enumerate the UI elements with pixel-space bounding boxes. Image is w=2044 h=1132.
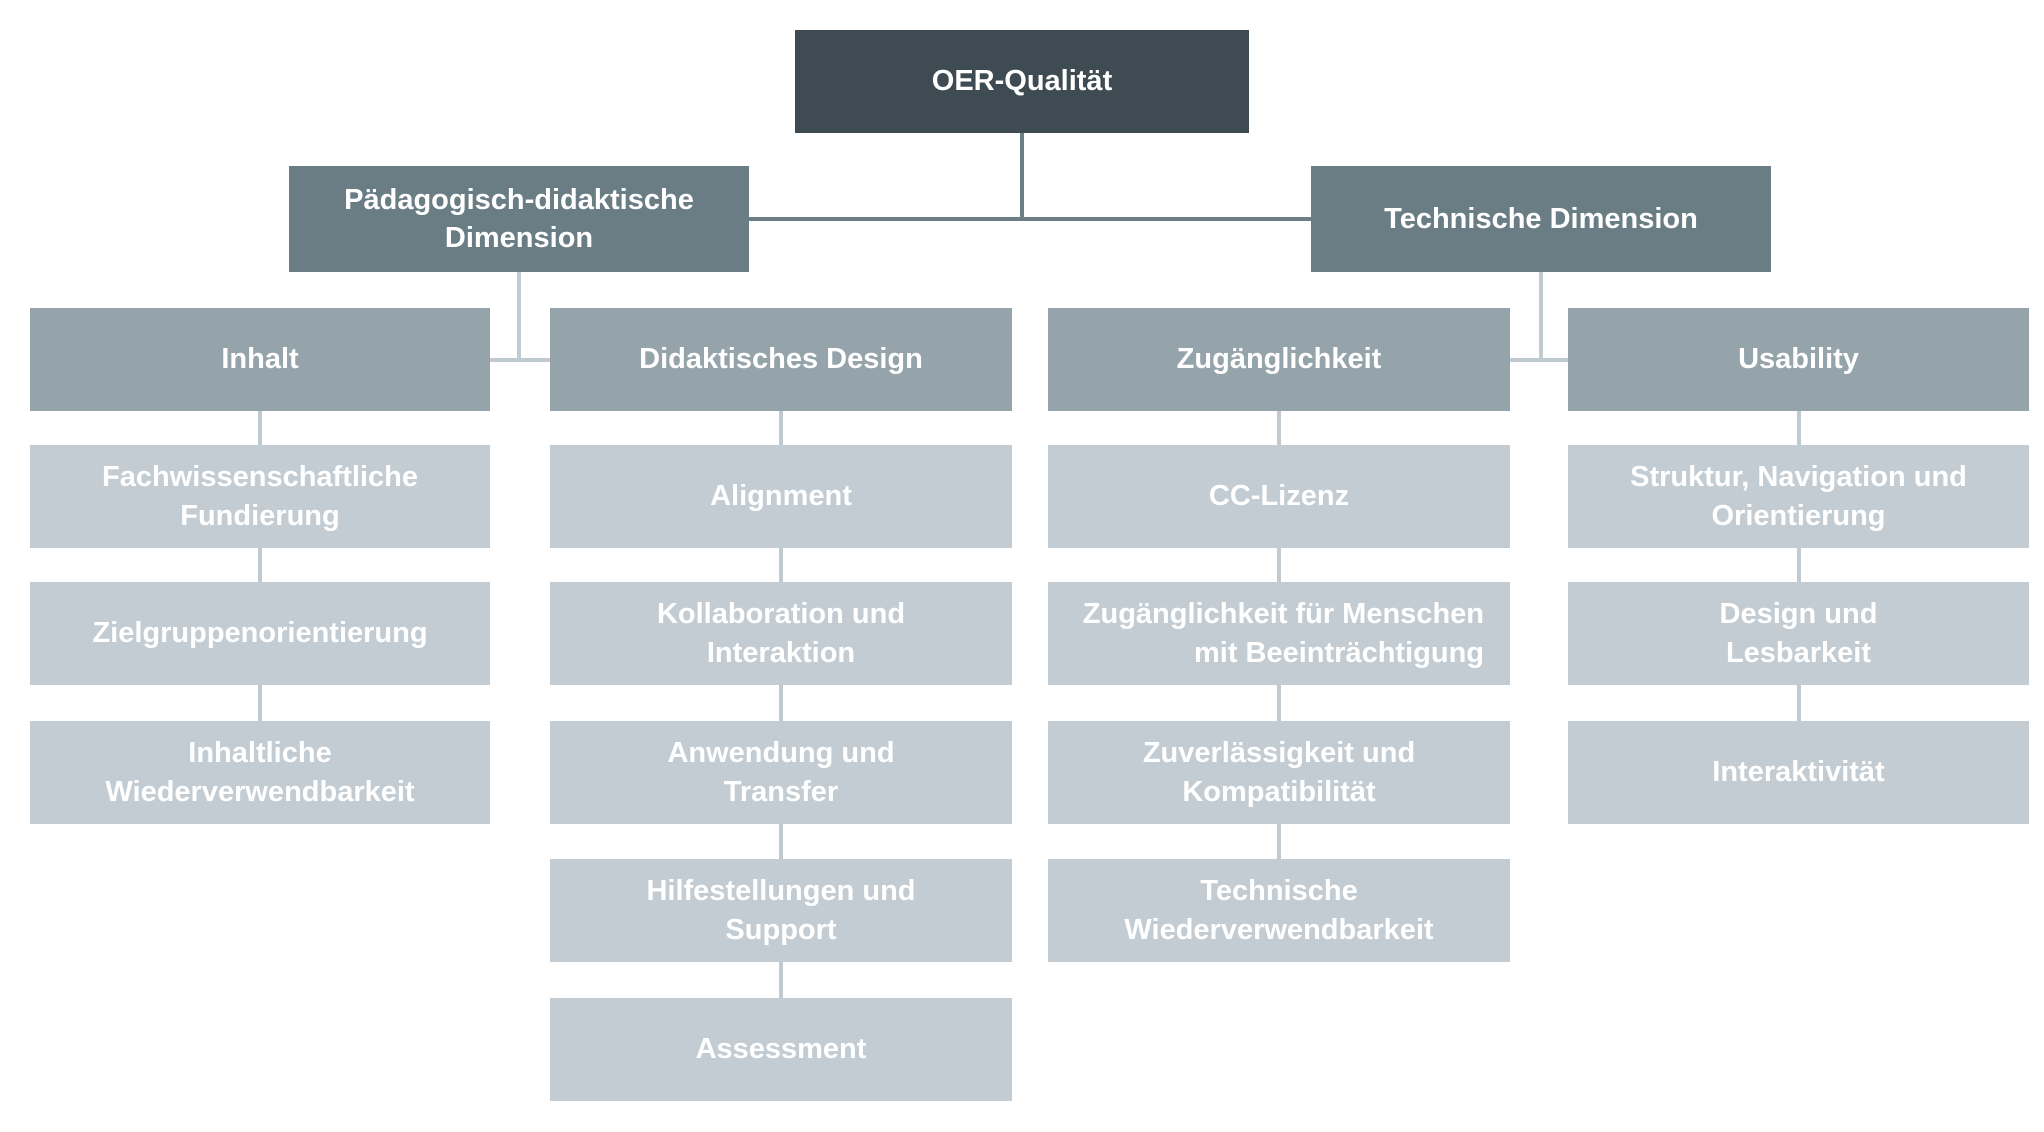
node-alignment: Alignment bbox=[550, 445, 1012, 548]
node-zielgruppenorientierung-label: Zielgruppenorientierung bbox=[92, 617, 428, 650]
node-interaktivitaet: Interaktivität bbox=[1568, 721, 2029, 824]
connector-item-vertical bbox=[779, 962, 783, 998]
connector-dimension-vertical bbox=[517, 272, 521, 362]
connector-item-vertical bbox=[1796, 548, 1801, 582]
node-cc-lizenz-label: CC-Lizenz bbox=[1208, 480, 1350, 513]
node-anwendung-und-transfer-label: Anwendung und Transfer bbox=[667, 737, 895, 808]
node-zuverlaessigkeit-und-kompatibilitaet: Zuverlässigkeit und Kompatibilität bbox=[1048, 721, 1510, 824]
connector-item-vertical bbox=[779, 685, 783, 721]
node-inhaltliche-wiederverwendbarkeit-label: Inhaltliche Wiederverwendbarkeit bbox=[105, 737, 415, 808]
connector-item-vertical bbox=[258, 685, 262, 721]
node-assessment-label: Assessment bbox=[695, 1033, 867, 1066]
node-struktur-navigation-und-orientierung: Struktur, Navigation und Orientierung bbox=[1568, 445, 2029, 548]
node-fachwissenschaftliche-fundierung-label: Fachwissenschaftliche Fundierung bbox=[102, 461, 418, 532]
connector-item-vertical bbox=[258, 548, 262, 582]
connector-item-vertical bbox=[258, 411, 262, 445]
connector-dimension-vertical bbox=[1539, 272, 1543, 362]
connector-dimension-stub bbox=[490, 357, 550, 362]
node-zugaenglichkeit-fuer-menschen-mit-beeintraechtigung-label: Zugänglichkeit für Menschen mit Beeinträ… bbox=[1082, 598, 1484, 669]
node-inhaltliche-wiederverwendbarkeit: Inhaltliche Wiederverwendbarkeit bbox=[30, 721, 490, 824]
connector-item-vertical bbox=[779, 824, 783, 859]
connector-root-horizontal bbox=[749, 217, 1311, 221]
node-oer-qualitaet-label: OER-Qualität bbox=[931, 65, 1113, 98]
connector-item-vertical bbox=[1277, 685, 1281, 721]
node-design-und-lesbarkeit-label: Design und Lesbarkeit bbox=[1719, 598, 1878, 669]
node-assessment: Assessment bbox=[550, 998, 1012, 1101]
node-oer-qualitaet: OER-Qualität bbox=[795, 30, 1249, 133]
node-design-und-lesbarkeit: Design und Lesbarkeit bbox=[1568, 582, 2029, 685]
node-kollaboration-und-interaktion: Kollaboration und Interaktion bbox=[550, 582, 1012, 685]
node-zuverlaessigkeit-und-kompatibilitaet-label: Zuverlässigkeit und Kompatibilität bbox=[1142, 737, 1416, 808]
node-alignment-label: Alignment bbox=[710, 480, 852, 513]
node-fachwissenschaftliche-fundierung: Fachwissenschaftliche Fundierung bbox=[30, 445, 490, 548]
node-zugaenglichkeit-label: Zugänglichkeit bbox=[1176, 343, 1382, 376]
node-struktur-navigation-und-orientierung-label: Struktur, Navigation und Orientierung bbox=[1630, 461, 1967, 532]
node-hilfestellungen-und-support: Hilfestellungen und Support bbox=[550, 859, 1012, 962]
node-paedagogisch-didaktische-dimension-label: Pädagogisch-didaktische Dimension bbox=[344, 183, 694, 254]
node-zugaenglichkeit-fuer-menschen-mit-beeintraechtigung: Zugänglichkeit für Menschen mit Beeinträ… bbox=[1048, 582, 1510, 685]
node-paedagogisch-didaktische-dimension: Pädagogisch-didaktische Dimension bbox=[289, 166, 749, 272]
connector-item-vertical bbox=[1277, 824, 1281, 859]
node-hilfestellungen-und-support-label: Hilfestellungen und Support bbox=[646, 875, 916, 946]
node-didaktisches-design-label: Didaktisches Design bbox=[639, 343, 923, 376]
node-technische-wiederverwendbarkeit: Technische Wiederverwendbarkeit bbox=[1048, 859, 1510, 962]
node-technische-wiederverwendbarkeit-label: Technische Wiederverwendbarkeit bbox=[1124, 875, 1434, 946]
node-zugaenglichkeit: Zugänglichkeit bbox=[1048, 308, 1510, 411]
node-technische-dimension: Technische Dimension bbox=[1311, 166, 1771, 272]
connector-item-vertical bbox=[1277, 548, 1281, 582]
connector-item-vertical bbox=[779, 548, 783, 582]
connector-dimension-stub bbox=[1510, 357, 1568, 362]
node-technische-dimension-label: Technische Dimension bbox=[1384, 202, 1698, 235]
connector-item-vertical bbox=[1796, 411, 1801, 445]
connector-item-vertical bbox=[1796, 685, 1801, 721]
node-inhalt: Inhalt bbox=[30, 308, 490, 411]
node-inhalt-label: Inhalt bbox=[221, 343, 299, 376]
node-zielgruppenorientierung: Zielgruppenorientierung bbox=[30, 582, 490, 685]
connector-root-vertical bbox=[1020, 133, 1024, 221]
node-kollaboration-und-interaktion-label: Kollaboration und Interaktion bbox=[656, 598, 906, 669]
node-interaktivitaet-label: Interaktivität bbox=[1712, 756, 1885, 789]
connector-item-vertical bbox=[1277, 411, 1281, 445]
node-usability-label: Usability bbox=[1738, 343, 1859, 376]
node-didaktisches-design: Didaktisches Design bbox=[550, 308, 1012, 411]
node-anwendung-und-transfer: Anwendung und Transfer bbox=[550, 721, 1012, 824]
node-usability: Usability bbox=[1568, 308, 2029, 411]
connector-item-vertical bbox=[779, 411, 783, 445]
node-cc-lizenz: CC-Lizenz bbox=[1048, 445, 1510, 548]
